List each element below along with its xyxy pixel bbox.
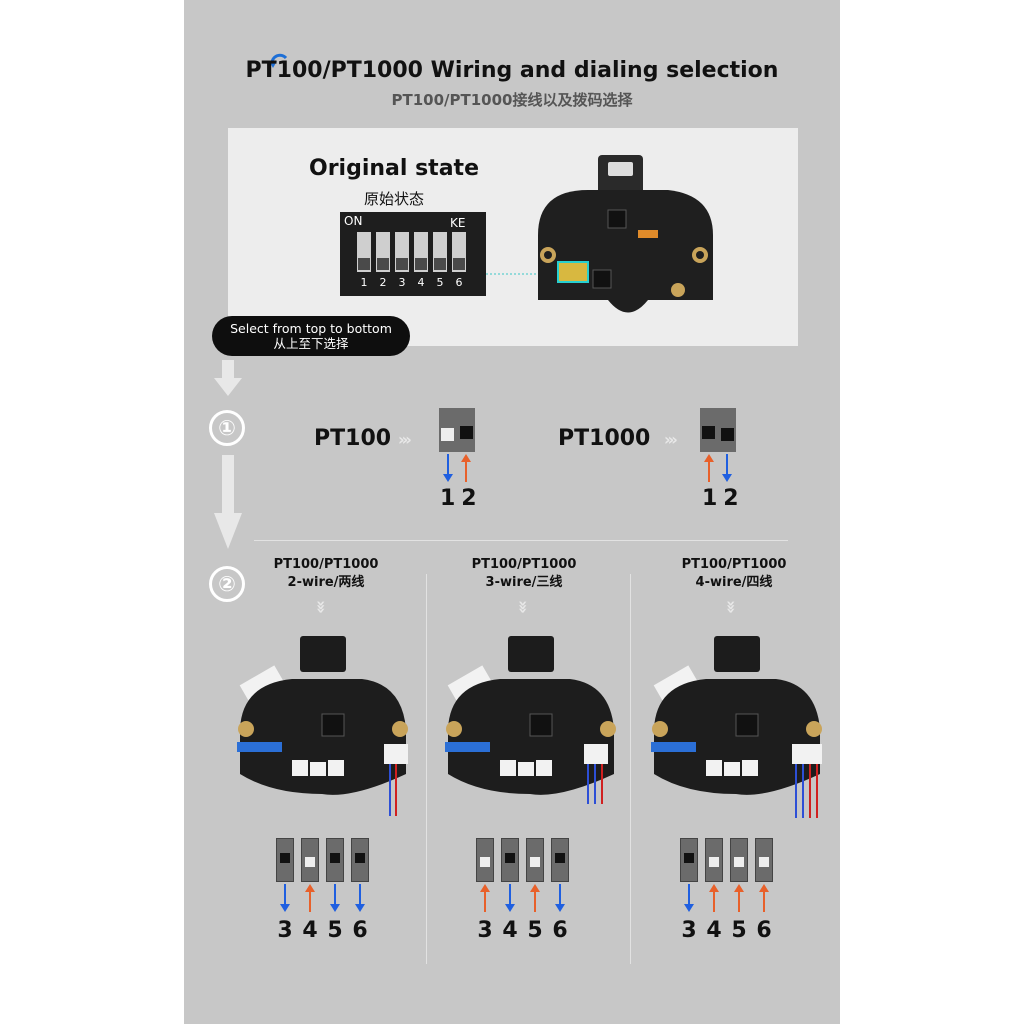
column-divider (630, 574, 631, 964)
original-state-title: Original state (309, 156, 479, 181)
arrow-down-icon (505, 884, 515, 912)
arrow-up-icon (734, 884, 744, 912)
col1-title: PT100/PT1000 2-wire/两线 (226, 556, 426, 592)
dip-number: 2 (379, 276, 387, 289)
dip-switch-6 (452, 232, 466, 272)
switch-number: 3 (477, 918, 493, 943)
chevrons-down-icon: ››› (311, 600, 331, 611)
arrow-down-icon (684, 884, 694, 912)
page-title: PT100/PT1000 Wiring and dialing selectio… (245, 58, 779, 83)
dip-switch-2 (376, 232, 390, 272)
dip-switch-1 (357, 232, 371, 272)
dip-switch (476, 838, 494, 882)
dip-switch-3 (395, 232, 409, 272)
dip-ke-label: KE (450, 216, 466, 230)
arrow-up-icon (480, 884, 490, 912)
dip-on-label: ON (344, 214, 363, 228)
dip-switch (680, 838, 698, 882)
switch-number: 6 (552, 918, 568, 943)
arrow-up-icon (530, 884, 540, 912)
instruction-line2: 从上至下选择 (273, 336, 349, 351)
board-image-2wire (237, 636, 408, 816)
dip-switch (326, 838, 344, 882)
board-image-4wire (651, 636, 822, 818)
step-2-circle: ② (209, 566, 245, 602)
col2-title-line1: PT100/PT1000 (471, 557, 577, 572)
dip-switch (351, 838, 369, 882)
column-divider (426, 574, 427, 964)
board-image-top (538, 155, 713, 313)
col1-title-line2: 2-wire/两线 (287, 575, 365, 590)
dip-switch (276, 838, 294, 882)
switch-number: 6 (352, 918, 368, 943)
col3-title-line2: 4-wire/四线 (695, 575, 773, 590)
pt100-digits: 12 (440, 486, 483, 511)
switch-number: 3 (277, 918, 293, 943)
col2-title-line2: 3-wire/三线 (485, 575, 563, 590)
dip-switch (501, 838, 519, 882)
arrow-down-icon (330, 884, 340, 912)
instruction-pill: Select from top to bottom 从上至下选择 (212, 316, 410, 356)
switch-number: 3 (681, 918, 697, 943)
dip-number: 5 (436, 276, 444, 289)
original-state-subtitle: 原始状态 (363, 190, 424, 208)
col3-title-line1: PT100/PT1000 (681, 557, 787, 572)
dip-switch (551, 838, 569, 882)
chevrons-down-icon: ››› (721, 600, 741, 611)
dip-switch-5 (433, 232, 447, 272)
dip-switch (730, 838, 748, 882)
switch-number: 4 (706, 918, 722, 943)
switch-number: 5 (527, 918, 543, 943)
dip-pair-pt100 (439, 408, 475, 452)
board-image-3wire (445, 636, 616, 804)
arrow-up-icon (759, 884, 769, 912)
col3-title: PT100/PT1000 4-wire/四线 (634, 556, 834, 592)
dip-pair-pt1000 (700, 408, 736, 452)
chevrons-right-icon: ››› (664, 430, 678, 449)
dip-switch (705, 838, 723, 882)
dip-switch (526, 838, 544, 882)
dip-switch (755, 838, 773, 882)
pt100-arrows (443, 454, 471, 482)
arrow-down-icon (280, 884, 290, 912)
arrow-up-icon (305, 884, 315, 912)
pt1000-label: PT1000 (558, 426, 651, 451)
dip-number: 3 (398, 276, 406, 289)
main-panel: PT100/PT1000 Wiring and dialing selectio… (184, 0, 840, 1024)
step-1-circle: ① (209, 410, 245, 446)
pt100-label: PT100 (314, 426, 392, 451)
instruction-line1: Select from top to bottom (230, 321, 392, 336)
dip-switch-4 (414, 232, 428, 272)
switch-number: 5 (731, 918, 747, 943)
dip-number: 1 (360, 276, 368, 289)
col1-title-line1: PT100/PT1000 (273, 557, 379, 572)
switch-number: 4 (302, 918, 318, 943)
arrow-up-icon (709, 884, 719, 912)
dip-switch (301, 838, 319, 882)
dip-number: 4 (417, 276, 425, 289)
section-divider (254, 540, 788, 541)
pt1000-digits: 12 (702, 486, 745, 511)
switch-number: 5 (327, 918, 343, 943)
col2-title: PT100/PT1000 3-wire/三线 (424, 556, 624, 592)
refresh-arrow-icon (269, 53, 288, 68)
chevrons-right-icon: ››› (398, 430, 412, 449)
switch-number: 4 (502, 918, 518, 943)
flow-arrow-icon (214, 360, 242, 396)
dip-switch-6: ON KE 1 2 3 4 5 6 (340, 212, 486, 296)
switch-number: 6 (756, 918, 772, 943)
pt1000-arrows (704, 454, 732, 482)
page-subtitle: PT100/PT1000接线以及拨码选择 (391, 91, 633, 109)
arrow-down-icon (555, 884, 565, 912)
dip-number: 6 (455, 276, 463, 289)
chevrons-down-icon: ››› (513, 600, 533, 611)
arrow-down-icon (355, 884, 365, 912)
flow-arrow-icon (214, 455, 242, 549)
